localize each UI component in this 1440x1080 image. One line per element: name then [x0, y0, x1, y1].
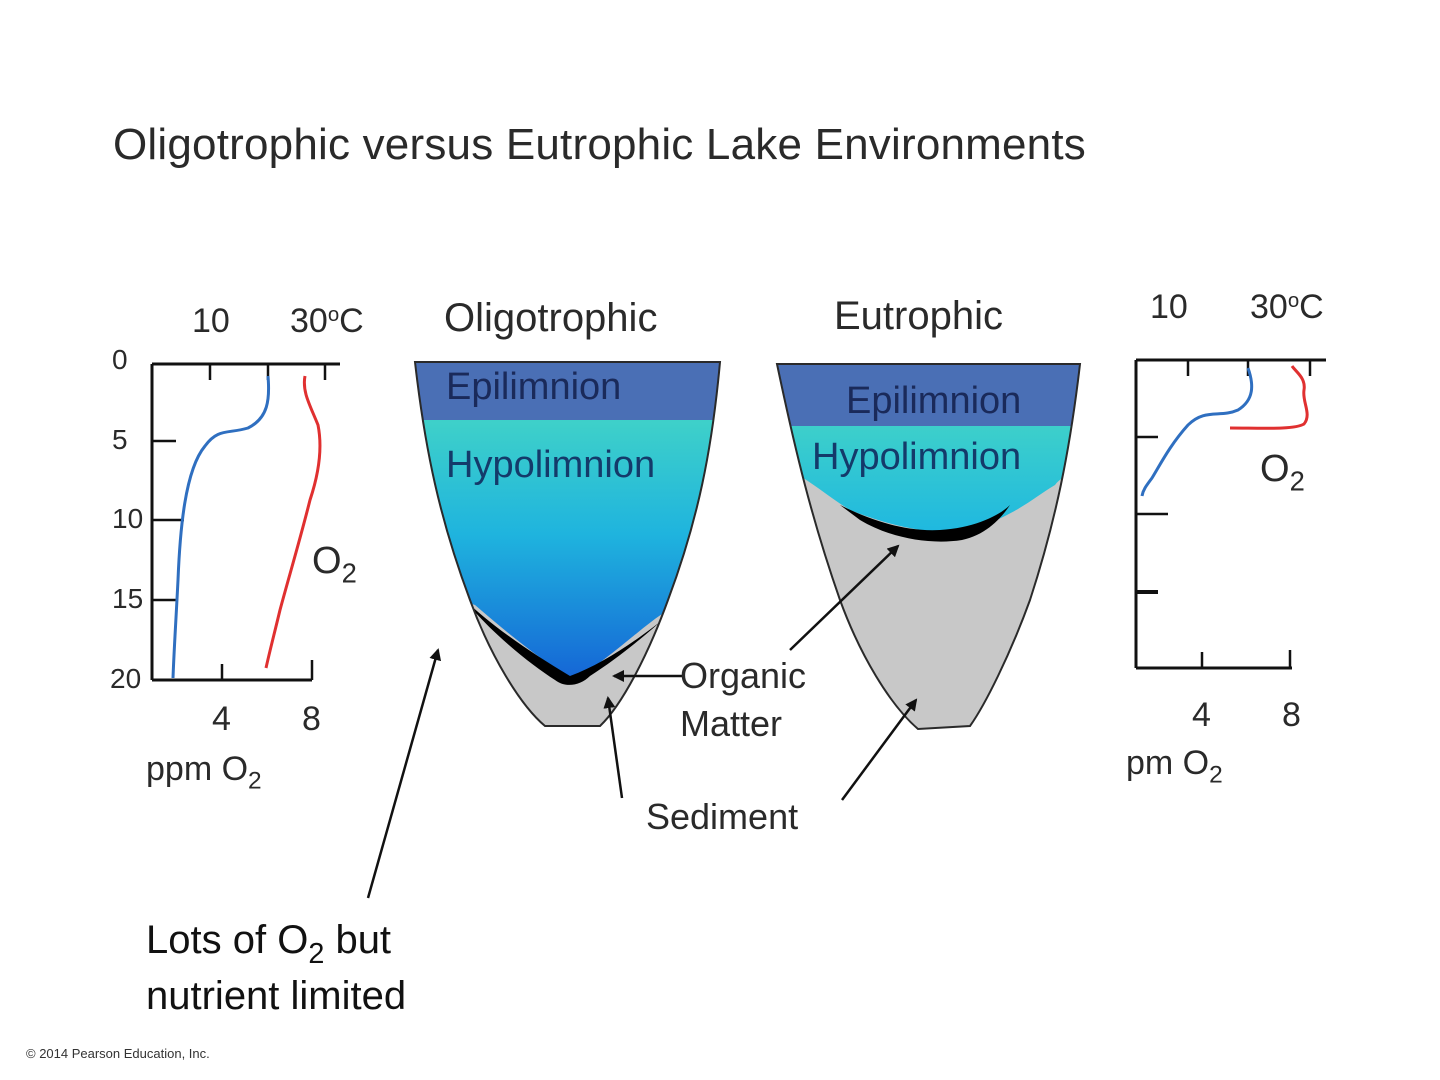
left-depth-tick-10: 10: [112, 503, 144, 534]
left-depth-tick-20: 20: [110, 663, 142, 694]
organic-arrow-eutrophic: [789, 544, 900, 651]
right-bottom-tick-8: 8: [1282, 696, 1301, 734]
left-oxygen-curve: [264, 375, 322, 669]
annotation-arrows: [366, 544, 918, 899]
left-depth-tick-5: 5: [112, 424, 128, 455]
left-temperature-curve: [171, 375, 271, 679]
slide-title: Oligotrophic versus Eutrophic Lake Envir…: [113, 120, 1086, 169]
left-profile-chart: [150, 362, 340, 682]
left-bottom-axis-label: ppm O2: [146, 750, 262, 795]
right-profile-chart: [1134, 358, 1326, 670]
right-oxygen-curve: [1229, 365, 1309, 430]
oligotrophic-title: Oligotrophic: [444, 296, 658, 340]
left-depth-tick-15: 15: [112, 583, 144, 614]
right-bottom-tick-4: 4: [1192, 696, 1211, 734]
oligotrophic-epilimnion-label: Epilimnion: [446, 366, 622, 408]
oligotrophic-epilimnion: [415, 362, 720, 420]
eutrophic-organic-matter: [840, 505, 1010, 542]
eutrophic-epilimnion: [777, 364, 1080, 426]
copyright-notice: © 2014 Pearson Education, Inc.: [26, 1046, 210, 1061]
nutrient-note: Lots of O2 but nutrient limited: [146, 918, 407, 1018]
organic-matter-label: Organic Matter: [680, 655, 807, 744]
eutrophic-hypolimnion-label: Hypolimnion: [812, 436, 1022, 478]
note-arrow: [366, 648, 442, 899]
right-bottom-axis-label: pm O2: [1126, 744, 1223, 789]
sediment-arrow-oligotrophic: [603, 696, 624, 799]
left-bottom-tick-8: 8: [302, 700, 321, 738]
right-top-tick-30c: 30oC: [1250, 288, 1324, 326]
left-o2-curve-label: O2: [312, 540, 357, 589]
left-bottom-tick-4: 4: [212, 700, 231, 738]
eutrophic-title: Eutrophic: [834, 294, 1003, 338]
oligotrophic-hypolimnion-label: Hypolimnion: [446, 444, 656, 486]
left-depth-tick-0: 0: [112, 344, 128, 375]
right-o2-curve-label: O2: [1260, 448, 1305, 497]
sediment-label: Sediment: [646, 796, 799, 837]
right-temperature-curve: [1140, 367, 1254, 497]
oligotrophic-lake: [415, 362, 720, 726]
sediment-arrow-eutrophic: [840, 698, 918, 801]
oligotrophic-hypolimnion: [415, 415, 720, 680]
eutrophic-hypolimnion: [777, 415, 1080, 533]
left-top-tick-30c: 30oC: [290, 302, 364, 340]
right-top-tick-10: 10: [1150, 288, 1188, 326]
left-top-tick-10: 10: [192, 302, 230, 340]
eutrophic-epilimnion-label: Epilimnion: [846, 380, 1022, 422]
